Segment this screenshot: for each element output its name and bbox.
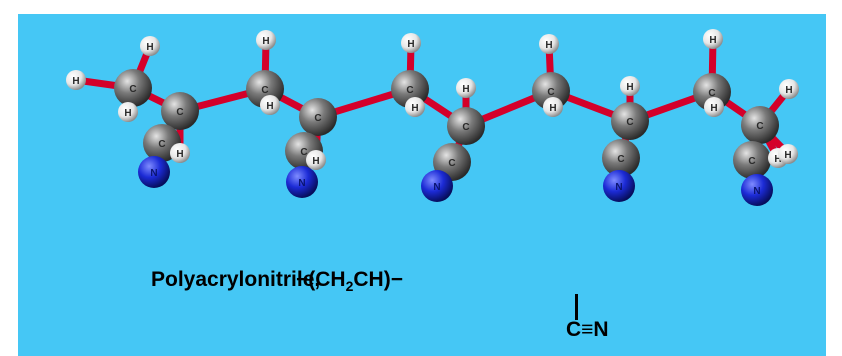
hydrogen-atom [778,144,798,164]
carbon-atom [741,106,779,144]
hydrogen-atom [256,30,276,50]
nitrogen-atom-label: N [615,182,622,193]
side-chain-bond [575,294,578,320]
nitrogen-atom-label: N [753,186,760,197]
nitrogen-atom-label: N [150,168,157,179]
hydrogen-atom [456,78,476,98]
hydrogen-atom [539,34,559,54]
hydrogen-atom [401,33,421,53]
formula-subscript: 2 [345,278,354,294]
hydrogen-atom-label: H [176,149,183,160]
carbon-atom-label: C [300,147,307,158]
nitrogen-atom [286,166,318,198]
hydrogen-atom-label: H [312,156,319,167]
nitrile-group: C≡N [566,318,609,341]
nitrogen-atom-label: N [433,182,440,193]
formula-left: −(CH [296,268,346,291]
carbon-atom-label: C [617,154,624,165]
carbon-atom-label: C [626,117,633,128]
hydrogen-atom-label: H [266,101,273,112]
carbon-atom-label: C [756,121,763,132]
nitrogen-atom [741,174,773,206]
carbon-atom-label: C [448,158,455,169]
hydrogen-atom-label: H [411,103,418,114]
hydrogen-atom [66,70,86,90]
carbon-atom-label: C [547,87,554,98]
hydrogen-atom-label: H [262,36,269,47]
hydrogen-atom-label: H [710,103,717,114]
hydrogen-atom-label: H [774,154,781,165]
nitrogen-atom [138,156,170,188]
carbon-atom-label: C [462,122,469,133]
hydrogen-atom [306,150,326,170]
carbon-atom [733,141,771,179]
carbon-atom [447,107,485,145]
formula-right: CH)− [353,268,403,291]
hydrogen-atom [704,97,724,117]
hydrogen-atom [260,95,280,115]
hydrogen-atom [170,143,190,163]
carbon-atom-label: C [176,107,183,118]
nitrogen-atom [603,170,635,202]
carbon-atom-label: C [748,156,755,167]
carbon-atom-label: C [708,88,715,99]
hydrogen-atom [140,36,160,56]
hydrogen-atom-label: H [549,103,556,114]
hydrogen-atom [118,102,138,122]
carbon-atom [602,139,640,177]
carbon-atom [611,102,649,140]
carbon-atom-label: C [406,85,413,96]
nitrogen-atom-label: N [298,178,305,189]
hydrogen-atom [703,29,723,49]
hydrogen-atom-label: H [124,108,131,119]
hydrogen-atom-label: H [146,42,153,53]
nitrogen-atom [421,170,453,202]
polymer-name: Polyacrylonitrile, [151,268,321,291]
hydrogen-atom [779,79,799,99]
hydrogen-atom-label: H [709,35,716,46]
hydrogen-atom-label: H [545,40,552,51]
carbon-atom [114,69,152,107]
carbon-atom [161,92,199,130]
carbon-atom-label: C [314,113,321,124]
hydrogen-atom [543,97,563,117]
hydrogen-atom-label: H [784,150,791,161]
hydrogen-atom-label: H [72,76,79,87]
carbon-atom-label: C [261,85,268,96]
hydrogen-atom-label: H [407,39,414,50]
repeat-unit-formula: −(CH2CH)− [296,268,403,294]
hydrogen-atom [620,76,640,96]
hydrogen-atom-label: H [462,84,469,95]
hydrogen-atom-label: H [785,85,792,96]
hydrogen-atom-label: H [626,82,633,93]
carbon-atom-label: C [158,139,165,150]
carbon-atom-label: C [129,84,136,95]
hydrogen-atom [405,97,425,117]
carbon-atom [299,98,337,136]
